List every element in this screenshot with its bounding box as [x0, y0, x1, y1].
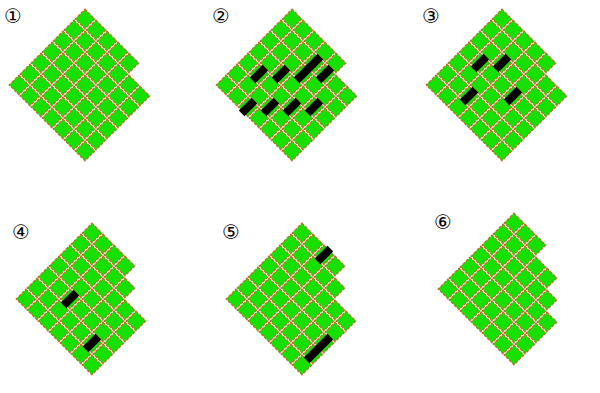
black-tile	[305, 98, 323, 116]
black-tile	[250, 65, 268, 83]
black-tile	[239, 98, 257, 116]
panel-number: ④	[12, 222, 30, 242]
panel-number: ②	[212, 6, 230, 26]
black-tile	[61, 290, 79, 308]
black-tile	[261, 98, 279, 116]
black-tile	[294, 65, 312, 83]
green-tile	[504, 345, 524, 365]
black-tile	[315, 246, 333, 264]
panel-number: ③	[422, 6, 440, 26]
green-tile	[75, 141, 95, 161]
black-tile	[471, 54, 489, 72]
black-tile	[283, 98, 301, 116]
black-tile	[304, 345, 322, 363]
green-tile	[82, 355, 102, 375]
black-tile	[460, 87, 478, 105]
black-tile	[272, 65, 290, 83]
panel-number: ①	[4, 6, 22, 26]
panel-number: ⑥	[434, 212, 452, 232]
black-tile	[493, 54, 511, 72]
panel-number: ⑤	[222, 222, 240, 242]
black-tile	[504, 87, 522, 105]
green-tile	[492, 141, 512, 161]
black-tile	[83, 334, 101, 352]
green-tile	[282, 141, 302, 161]
black-tile	[316, 65, 334, 83]
